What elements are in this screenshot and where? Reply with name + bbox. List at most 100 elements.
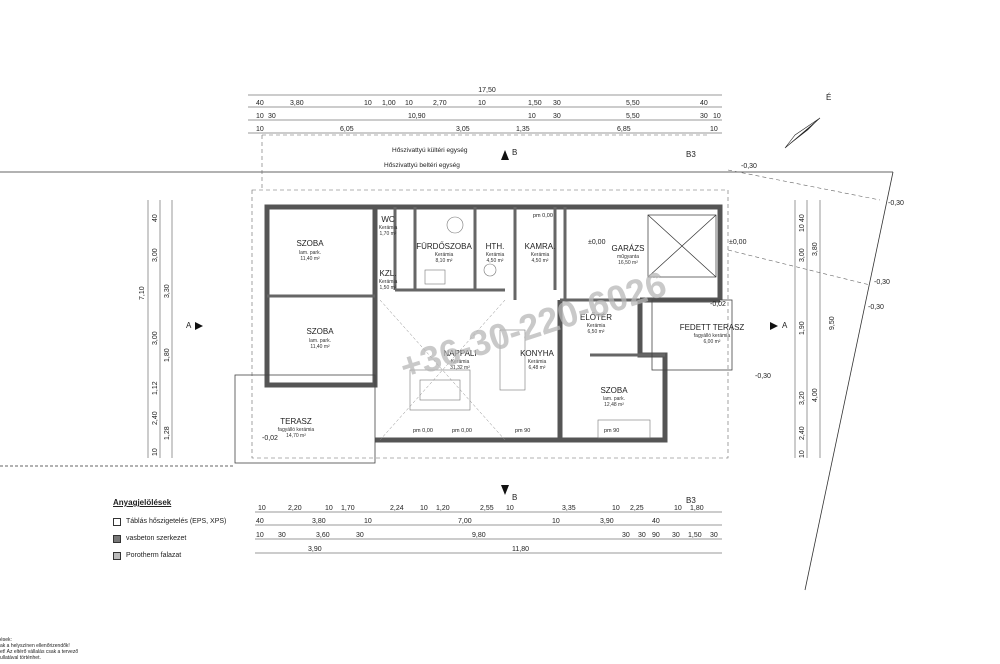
section-a-right: A <box>782 321 788 330</box>
svg-text:1,90: 1,90 <box>799 321 806 335</box>
svg-text:40: 40 <box>652 518 660 525</box>
dim-top-total: 17,50 <box>478 87 496 94</box>
level-mark: ±0,00 <box>588 239 606 246</box>
section-markers <box>195 150 778 495</box>
section-b3-bottom: B3 <box>686 496 696 505</box>
svg-text:90: 90 <box>652 532 660 539</box>
svg-text:5,50: 5,50 <box>626 113 640 120</box>
room-name: SZOBA <box>600 386 628 395</box>
legend-item: Porotherm falazat <box>113 547 226 564</box>
insulation-swatch-icon <box>113 517 121 526</box>
concrete-swatch-icon <box>113 534 121 543</box>
svg-text:1,12: 1,12 <box>152 381 159 395</box>
svg-text:10: 10 <box>256 532 264 539</box>
svg-text:2,70: 2,70 <box>433 100 447 107</box>
legend-label: vasbeton szerkezet <box>126 535 187 542</box>
room-area: 4,50 m² <box>532 258 549 264</box>
svg-text:40: 40 <box>256 100 264 107</box>
dim-left-outer: 7,10 <box>139 286 146 300</box>
room-area: 11,40 m² <box>310 344 330 350</box>
room-area: 31,32 m² <box>450 365 470 371</box>
svg-text:2,25: 2,25 <box>630 505 644 512</box>
dim-left-row: 40 3,00 3,30 3,00 1,80 1,12 2,40 1,28 10 <box>152 214 171 456</box>
svg-text:40: 40 <box>799 214 806 222</box>
room-area: 6,00 m² <box>704 339 721 345</box>
indoor-unit-label: Hőszivattyú beltéri egység <box>384 162 460 169</box>
svg-text:30: 30 <box>622 532 630 539</box>
room-name: FÜRDŐSZOBA <box>416 242 472 251</box>
legend-label: Táblás hőszigetelés (EPS, XPS) <box>126 518 227 525</box>
room-name: SZOBA <box>306 327 334 336</box>
svg-text:9,50: 9,50 <box>829 316 836 330</box>
svg-text:6,85: 6,85 <box>617 126 631 133</box>
room-floor: Kerámia <box>435 252 454 258</box>
room-name: FEDETT TERASZ <box>680 323 745 332</box>
north-arrow-icon <box>784 117 821 149</box>
svg-text:30: 30 <box>278 532 286 539</box>
floor-mark: pm 90 <box>604 428 619 434</box>
svg-text:3,00: 3,00 <box>799 248 806 262</box>
svg-text:3,05: 3,05 <box>456 126 470 133</box>
section-a-left: A <box>186 321 192 330</box>
floor-mark: pm 0,00 <box>533 213 553 219</box>
svg-text:10: 10 <box>799 224 806 232</box>
svg-text:3,20: 3,20 <box>799 391 806 405</box>
svg-text:9,80: 9,80 <box>472 532 486 539</box>
construction-diagonals <box>379 299 506 441</box>
svg-text:30: 30 <box>268 113 276 120</box>
note-line: ak a helyszínen ellenőrizendők! <box>0 643 70 649</box>
note-line: et! Az eltérő vállalás csak a tervező <box>0 649 79 655</box>
svg-text:10: 10 <box>799 450 806 458</box>
svg-text:10: 10 <box>710 126 718 133</box>
svg-text:10: 10 <box>674 505 682 512</box>
svg-text:2,40: 2,40 <box>799 426 806 440</box>
room-area: 11,40 m² <box>300 256 320 262</box>
svg-text:30: 30 <box>672 532 680 539</box>
svg-text:40: 40 <box>700 100 708 107</box>
garage-equipment <box>647 214 717 278</box>
svg-text:4,00: 4,00 <box>812 388 819 402</box>
dim-bottom-row2: 40 3,80 10 7,00 10 3,90 40 <box>256 518 660 525</box>
legend-item: Táblás hőszigetelés (EPS, XPS) <box>113 513 226 530</box>
room-floor: lam. park. <box>299 250 321 256</box>
masonry-swatch-icon <box>113 551 121 560</box>
svg-text:3,90: 3,90 <box>308 546 322 553</box>
svg-text:2,55: 2,55 <box>480 505 494 512</box>
svg-text:6,05: 6,05 <box>340 126 354 133</box>
svg-text:1,80: 1,80 <box>164 348 171 362</box>
legend-title: Anyagjelölések <box>113 498 172 507</box>
svg-text:3,80: 3,80 <box>290 100 304 107</box>
north-label: É <box>826 93 831 102</box>
floor-mark: pm 90 <box>515 428 530 434</box>
room-area: 12,48 m² <box>604 402 624 408</box>
svg-text:10: 10 <box>258 505 266 512</box>
svg-text:40: 40 <box>152 214 159 222</box>
svg-text:30: 30 <box>710 532 718 539</box>
dim-top-row4: 10 6,05 3,05 1,35 6,85 10 <box>256 126 718 133</box>
level-mark: -0,30 <box>888 200 904 207</box>
svg-text:3,80: 3,80 <box>312 518 326 525</box>
dim-bottom-row4: 3,90 11,80 <box>308 546 529 553</box>
room-area: 8,10 m² <box>436 258 453 264</box>
level-mark: -0,02 <box>262 435 278 442</box>
room-floor: Kerámia <box>451 359 470 365</box>
room-floor: fagyálló kerámia <box>278 427 315 433</box>
room-name: HTH. <box>486 242 505 251</box>
room-floor: lam. park. <box>309 338 331 344</box>
level-mark: -0,30 <box>755 373 771 380</box>
svg-text:10: 10 <box>364 100 372 107</box>
svg-text:11,80: 11,80 <box>512 546 529 553</box>
svg-text:30: 30 <box>553 113 561 120</box>
svg-text:10: 10 <box>713 113 721 120</box>
svg-text:2,40: 2,40 <box>152 411 159 425</box>
dim-bottom-row1: 10 2,20 10 1,70 2,24 10 1,20 2,55 10 3,3… <box>258 505 704 512</box>
svg-text:10: 10 <box>478 100 486 107</box>
floor-mark: pm 0,00 <box>452 428 472 434</box>
svg-text:3,00: 3,00 <box>152 248 159 262</box>
svg-text:3,35: 3,35 <box>562 505 576 512</box>
svg-text:10: 10 <box>364 518 372 525</box>
svg-text:10,90: 10,90 <box>408 113 426 120</box>
room-area: 14,70 m² <box>286 433 306 439</box>
svg-text:3,60: 3,60 <box>316 532 330 539</box>
